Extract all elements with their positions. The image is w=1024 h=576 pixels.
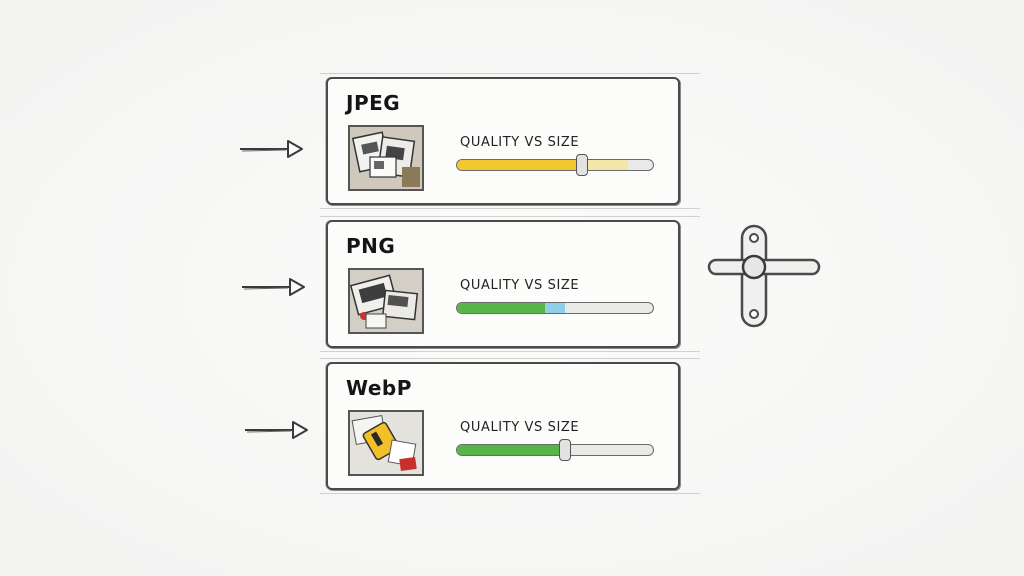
image-thumbnail-icon (348, 410, 424, 476)
format-card-jpeg: JPEG QUALITY VS SIZE (320, 73, 700, 209)
right-arrow-icon (240, 140, 303, 158)
quality-slider-track[interactable] (456, 302, 654, 314)
quality-secondary-fill (545, 303, 565, 313)
right-arrow-icon (245, 421, 308, 439)
quality-vs-size-label: QUALITY VS SIZE (460, 278, 580, 293)
quality-slider-track[interactable] (456, 154, 654, 176)
right-arrow-icon (242, 278, 305, 296)
format-card-webp: WebP QUALITY VS SIZE (320, 358, 700, 494)
image-thumbnail-icon (348, 125, 424, 191)
quality-vs-size-label: QUALITY VS SIZE (460, 420, 580, 435)
quality-slider-knob[interactable] (558, 439, 571, 461)
quality-fill (457, 303, 546, 313)
image-thumbnail-icon (348, 268, 424, 334)
format-title: WebP (346, 376, 412, 400)
quality-vs-size-label: QUALITY VS SIZE (460, 135, 580, 150)
quality-fill (457, 445, 565, 455)
quality-slider-track[interactable] (456, 439, 654, 461)
adjustment-slider-icon[interactable] (706, 222, 822, 330)
format-card-png: PNG QUALITY VS SIZE (320, 216, 700, 352)
format-title: PNG (346, 234, 396, 258)
quality-secondary-fill (582, 160, 628, 170)
quality-fill (457, 160, 583, 170)
quality-slider-knob[interactable] (576, 154, 589, 176)
format-title: JPEG (346, 91, 401, 115)
